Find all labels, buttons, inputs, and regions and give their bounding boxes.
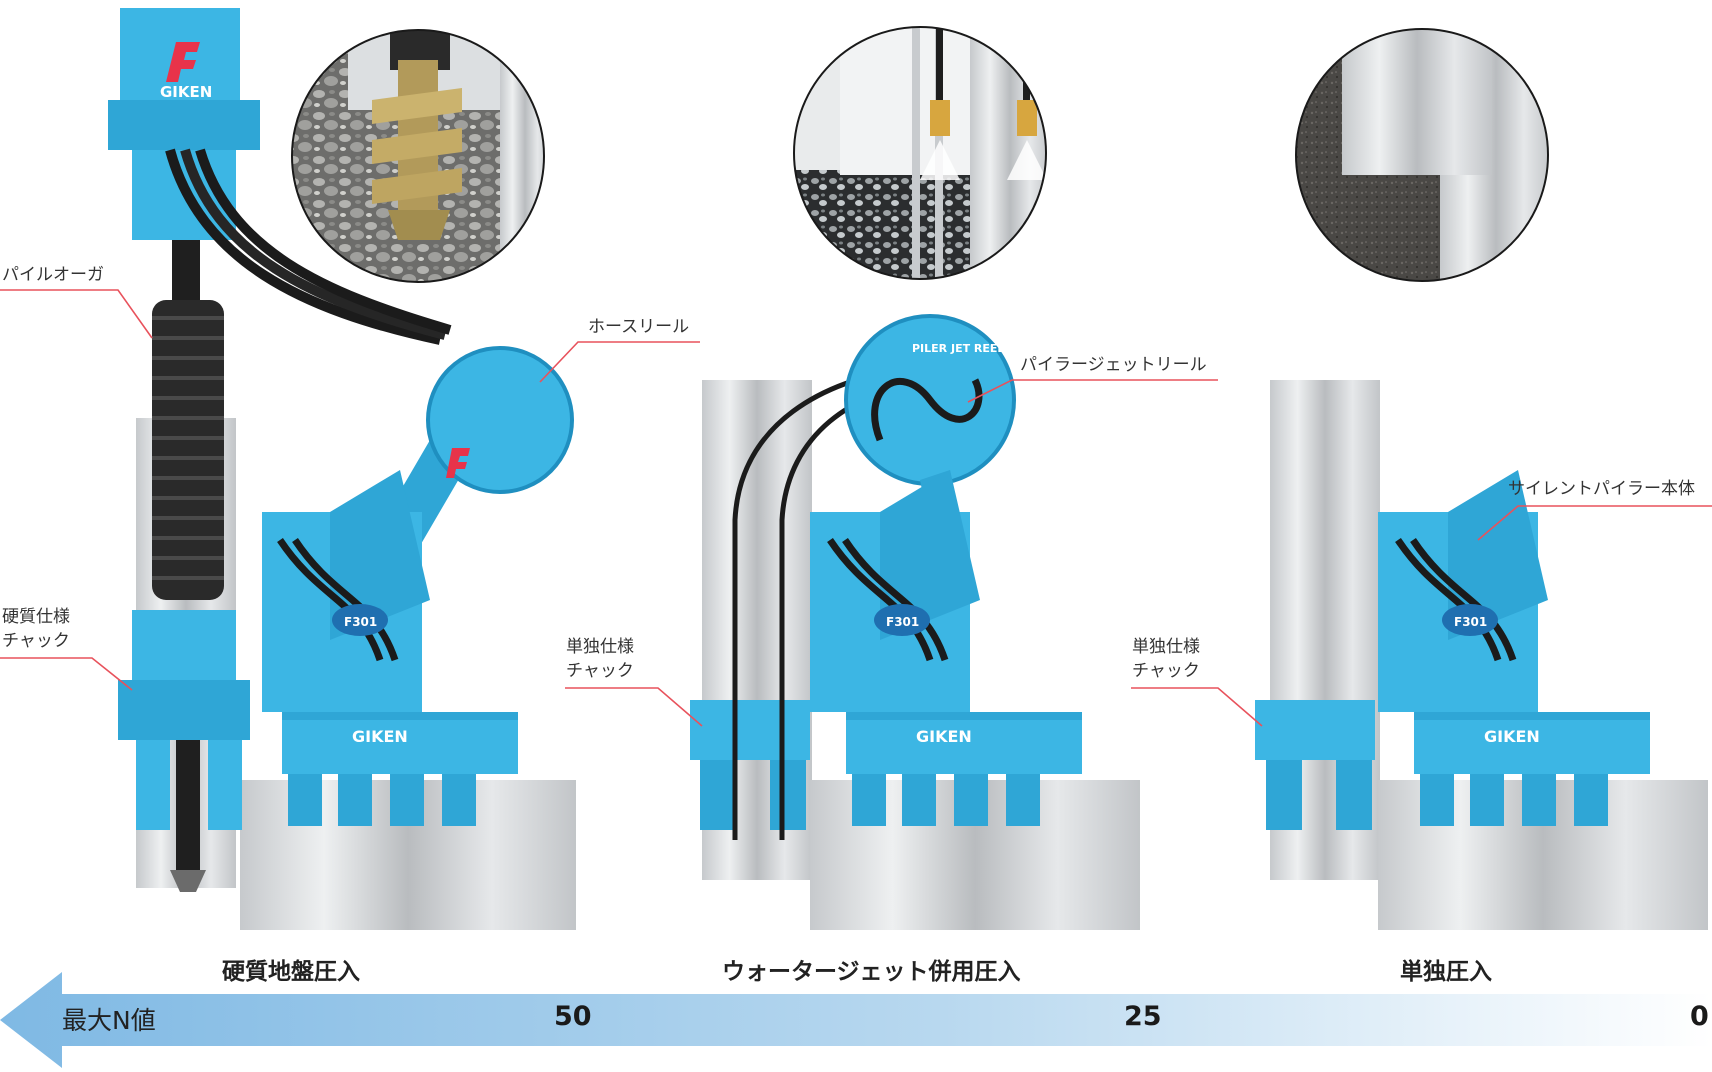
machine-hard-ground: GIKEN F301 GIKEN — [108, 8, 574, 892]
method-title-standard: 単独圧入 — [1400, 959, 1492, 985]
callout-single-chuck-1-line1: 単独仕様 — [566, 637, 634, 657]
callout-hard-chuck-line1: 硬質仕様 — [2, 607, 70, 627]
model-mark-1: F301 — [344, 615, 377, 629]
machine-water-jet: PILER JET REEL F301 GIKEN — [690, 314, 1082, 840]
callout-main-body: サイレントパイラー本体 — [1508, 479, 1695, 499]
detail-circle-water-jet — [793, 26, 1047, 280]
method-title-hard-ground: 硬質地盤圧入 — [222, 959, 360, 985]
callout-hose-reel: ホースリール — [588, 317, 690, 337]
n-value-scale-arrow — [0, 972, 1712, 1068]
giken-brand-mark-3: GIKEN — [916, 727, 972, 746]
model-mark-2: F301 — [886, 615, 919, 629]
callout-lines — [0, 289, 1712, 727]
giken-brand-mark-1: GIKEN — [160, 83, 212, 101]
callout-jet-reel: パイラージェットリール — [1020, 355, 1207, 375]
callout-hard-chuck-line2: チャック — [2, 631, 70, 651]
piler-jet-reel-mark: PILER JET REEL — [912, 342, 1004, 355]
giken-brand-mark-4: GIKEN — [1484, 727, 1540, 746]
scale-title: 最大N値 — [62, 1006, 156, 1035]
giken-brand-mark-2: GIKEN — [352, 727, 408, 746]
callout-single-chuck-1-line2: チャック — [566, 661, 634, 681]
machine-standard: F301 GIKEN — [1255, 470, 1650, 830]
callout-pile-auger: パイルオーガ — [2, 265, 104, 285]
scale-tick-0: 0 — [1690, 1001, 1709, 1032]
scale-tick-50: 50 — [554, 1001, 592, 1032]
detail-circle-auger — [291, 29, 545, 283]
callout-single-chuck-2-line1: 単独仕様 — [1132, 637, 1200, 657]
callout-single-chuck-2-line2: チャック — [1132, 661, 1200, 681]
detail-circle-soil — [1295, 28, 1549, 282]
model-mark-3: F301 — [1454, 615, 1487, 629]
method-title-water-jet: ウォータージェット併用圧入 — [722, 959, 1021, 985]
scale-tick-25: 25 — [1124, 1001, 1162, 1032]
